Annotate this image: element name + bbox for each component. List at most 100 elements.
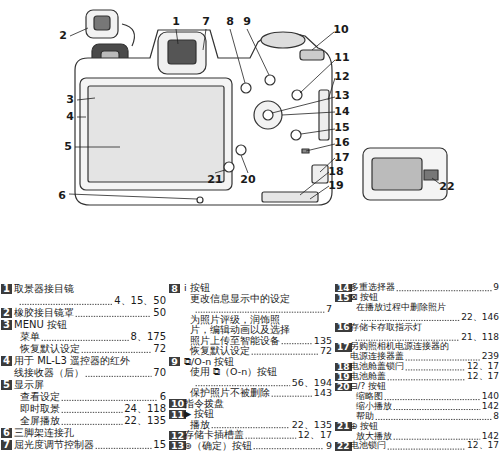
dot-leader [96, 448, 151, 449]
part-name: 在播放过程中删除照片 [356, 303, 446, 313]
part-name: 存储卡插槽盖 [184, 430, 244, 441]
part-name: ⧉/O-n 按钮 [184, 357, 234, 368]
part-name: 多重选择器 [350, 283, 395, 293]
dot-leader [62, 412, 122, 413]
multi-selector [254, 101, 282, 129]
table-number: 9 [169, 357, 180, 366]
leader-line [176, 29, 178, 44]
leader-line [215, 170, 225, 173]
table-number: 6 [1, 428, 12, 439]
page-number: 7 [326, 304, 332, 315]
dot-leader [356, 340, 459, 341]
dot-leader [62, 424, 122, 425]
monitor-screen [88, 86, 224, 182]
leader-line [282, 112, 335, 115]
leader-line [77, 98, 95, 100]
dot-leader [20, 304, 112, 305]
page-number: 135 [314, 336, 332, 347]
dot-leader [62, 400, 158, 401]
table-number: 16 [335, 323, 352, 331]
callout-number: 7 [196, 15, 216, 29]
callout-number: 6 [52, 189, 72, 203]
page-number: 12、17 [467, 441, 499, 451]
part-name: i 按钮 [184, 283, 210, 294]
page-number: 142 [482, 432, 499, 442]
part-name: 三脚架连接孔 [14, 427, 74, 439]
battery-inset [363, 148, 447, 200]
part-name: 另购照相机电源连接器的电源连接器盖 [350, 342, 453, 362]
mode-dial [261, 32, 305, 48]
part-name: 播放 [190, 420, 210, 431]
command-dial [300, 50, 324, 60]
table-number: 12 [169, 431, 186, 440]
callout-number: 11 [332, 51, 352, 65]
callout-number: 2 [53, 29, 73, 43]
camera-body [75, 30, 332, 205]
thumbnail-button [236, 145, 246, 155]
leader-line [70, 28, 88, 36]
dot-leader [397, 290, 491, 291]
table-number: 3 [1, 320, 12, 331]
monitor-frame [80, 78, 232, 190]
callout-number: 20 [238, 173, 258, 187]
table-number: 22 [335, 442, 352, 450]
dot-leader [82, 352, 151, 353]
dot-leader [388, 379, 465, 380]
part-name: 缩略图 [356, 392, 383, 402]
part-name: 帮助 [356, 412, 374, 422]
viewfinder-window [168, 40, 196, 64]
callout-number: 16 [332, 136, 352, 150]
page-number: 239 [482, 352, 499, 362]
callout-number: 3 [60, 93, 80, 107]
page-number: 22、146 [461, 313, 499, 323]
part-name: 电池舱盖 [350, 372, 386, 382]
leader-line [241, 155, 248, 173]
part-name: 恢复默认设定 [190, 346, 250, 357]
part-name: 屈光度调节控制器 [14, 439, 94, 451]
dot-leader [282, 343, 312, 344]
callout-number: 19 [326, 179, 346, 193]
dot-leader [388, 449, 465, 450]
i-button [241, 83, 251, 93]
page-number: 9 [326, 441, 332, 452]
table-number: 1 [1, 284, 12, 295]
leader-line [312, 32, 334, 50]
power-connector-cover [312, 165, 328, 183]
zoom-button [224, 162, 234, 172]
dot-leader [394, 439, 480, 440]
page-number: 15 [153, 439, 166, 451]
ae-lock-button [265, 75, 275, 85]
table-number: 17 [335, 343, 352, 351]
part-name: 用于 ML-L3 遥控器的红外线接收器（后） [14, 355, 132, 379]
eyecup-arrow [122, 24, 134, 46]
part-name: 更改信息显示中的设定 [190, 294, 290, 305]
battery-latch [424, 170, 438, 180]
dot-leader [86, 376, 151, 377]
dot-leader [362, 320, 459, 321]
page-number: 12、17 [467, 362, 499, 372]
dot-leader [254, 448, 324, 449]
play-button [292, 90, 302, 100]
table-number: 4 [1, 356, 12, 367]
table-number: 19 [335, 373, 352, 381]
table-number: 21 [335, 422, 352, 430]
leader-line [69, 194, 197, 199]
card-slot-cover [319, 90, 329, 140]
dot-leader [376, 419, 491, 420]
delete-button [291, 130, 301, 140]
ok-button [263, 110, 273, 120]
dot-leader [406, 360, 480, 361]
part-name: 即时取景 [20, 403, 60, 415]
part-name: 保护照片不被删除 [190, 388, 270, 399]
callout-number: 21 [205, 173, 225, 187]
table-number: 2 [1, 308, 12, 319]
part-name: ⊛（确定）按钮 [184, 441, 252, 452]
leader-line [432, 178, 440, 184]
callout-number: 18 [326, 165, 346, 179]
page-number: 12、17 [298, 430, 332, 441]
access-lamp [302, 149, 309, 153]
dot-leader [196, 385, 290, 386]
page-number: 9 [493, 283, 499, 293]
leader-line [301, 129, 335, 134]
part-name: 放大播放 [356, 432, 392, 442]
